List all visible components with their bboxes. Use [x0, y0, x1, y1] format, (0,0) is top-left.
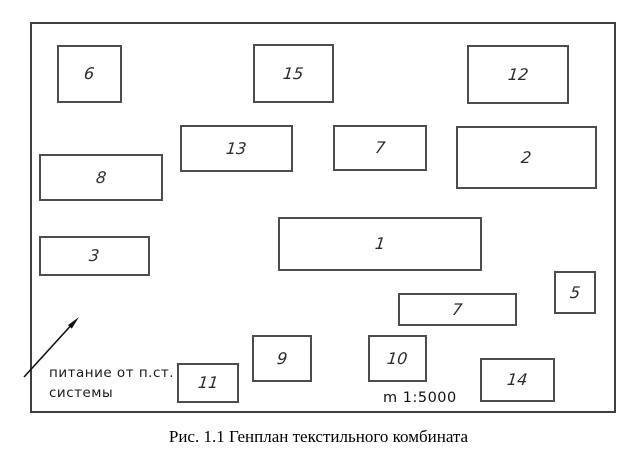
figure-caption: Рис. 1.1 Генплан текстильного комбината — [168, 427, 469, 446]
building-label: 13 — [225, 138, 248, 158]
building-label: 6 — [83, 64, 96, 83]
building-label: 7 — [451, 299, 464, 319]
power-supply-note-line1: питание от п.ст. — [49, 365, 175, 381]
building-label: 7 — [373, 138, 387, 157]
power-supply-note: питание от п.ст. системы — [49, 363, 174, 403]
scale-label: m 1:5000 — [383, 390, 457, 406]
building-14: 14 — [480, 358, 555, 402]
building-label: 10 — [386, 348, 409, 368]
building-15: 15 — [253, 44, 334, 103]
building-11: 11 — [177, 363, 239, 403]
building-13: 13 — [180, 125, 293, 172]
building-12: 12 — [467, 45, 569, 104]
building-8: 8 — [39, 154, 163, 201]
building-label: 14 — [506, 370, 529, 389]
building-label: 9 — [275, 348, 289, 368]
power-supply-note-line2: системы — [49, 385, 114, 401]
building-6: 6 — [57, 45, 122, 103]
building-7: 7 — [333, 125, 427, 171]
building-10: 10 — [368, 335, 427, 382]
building-label: 11 — [196, 373, 220, 392]
building-2: 2 — [456, 126, 597, 189]
building-9: 9 — [252, 335, 312, 382]
building-label: 8 — [94, 167, 108, 187]
building-label: 1 — [373, 234, 387, 253]
building-label: 5 — [568, 282, 582, 302]
building-1: 1 — [278, 217, 482, 271]
building-label: 3 — [88, 246, 101, 265]
building-5: 5 — [554, 271, 596, 314]
building-label: 12 — [506, 64, 530, 84]
building-3: 3 — [39, 236, 150, 276]
building-7: 7 — [398, 293, 517, 326]
building-label: 15 — [282, 63, 305, 83]
building-label: 2 — [520, 147, 533, 167]
